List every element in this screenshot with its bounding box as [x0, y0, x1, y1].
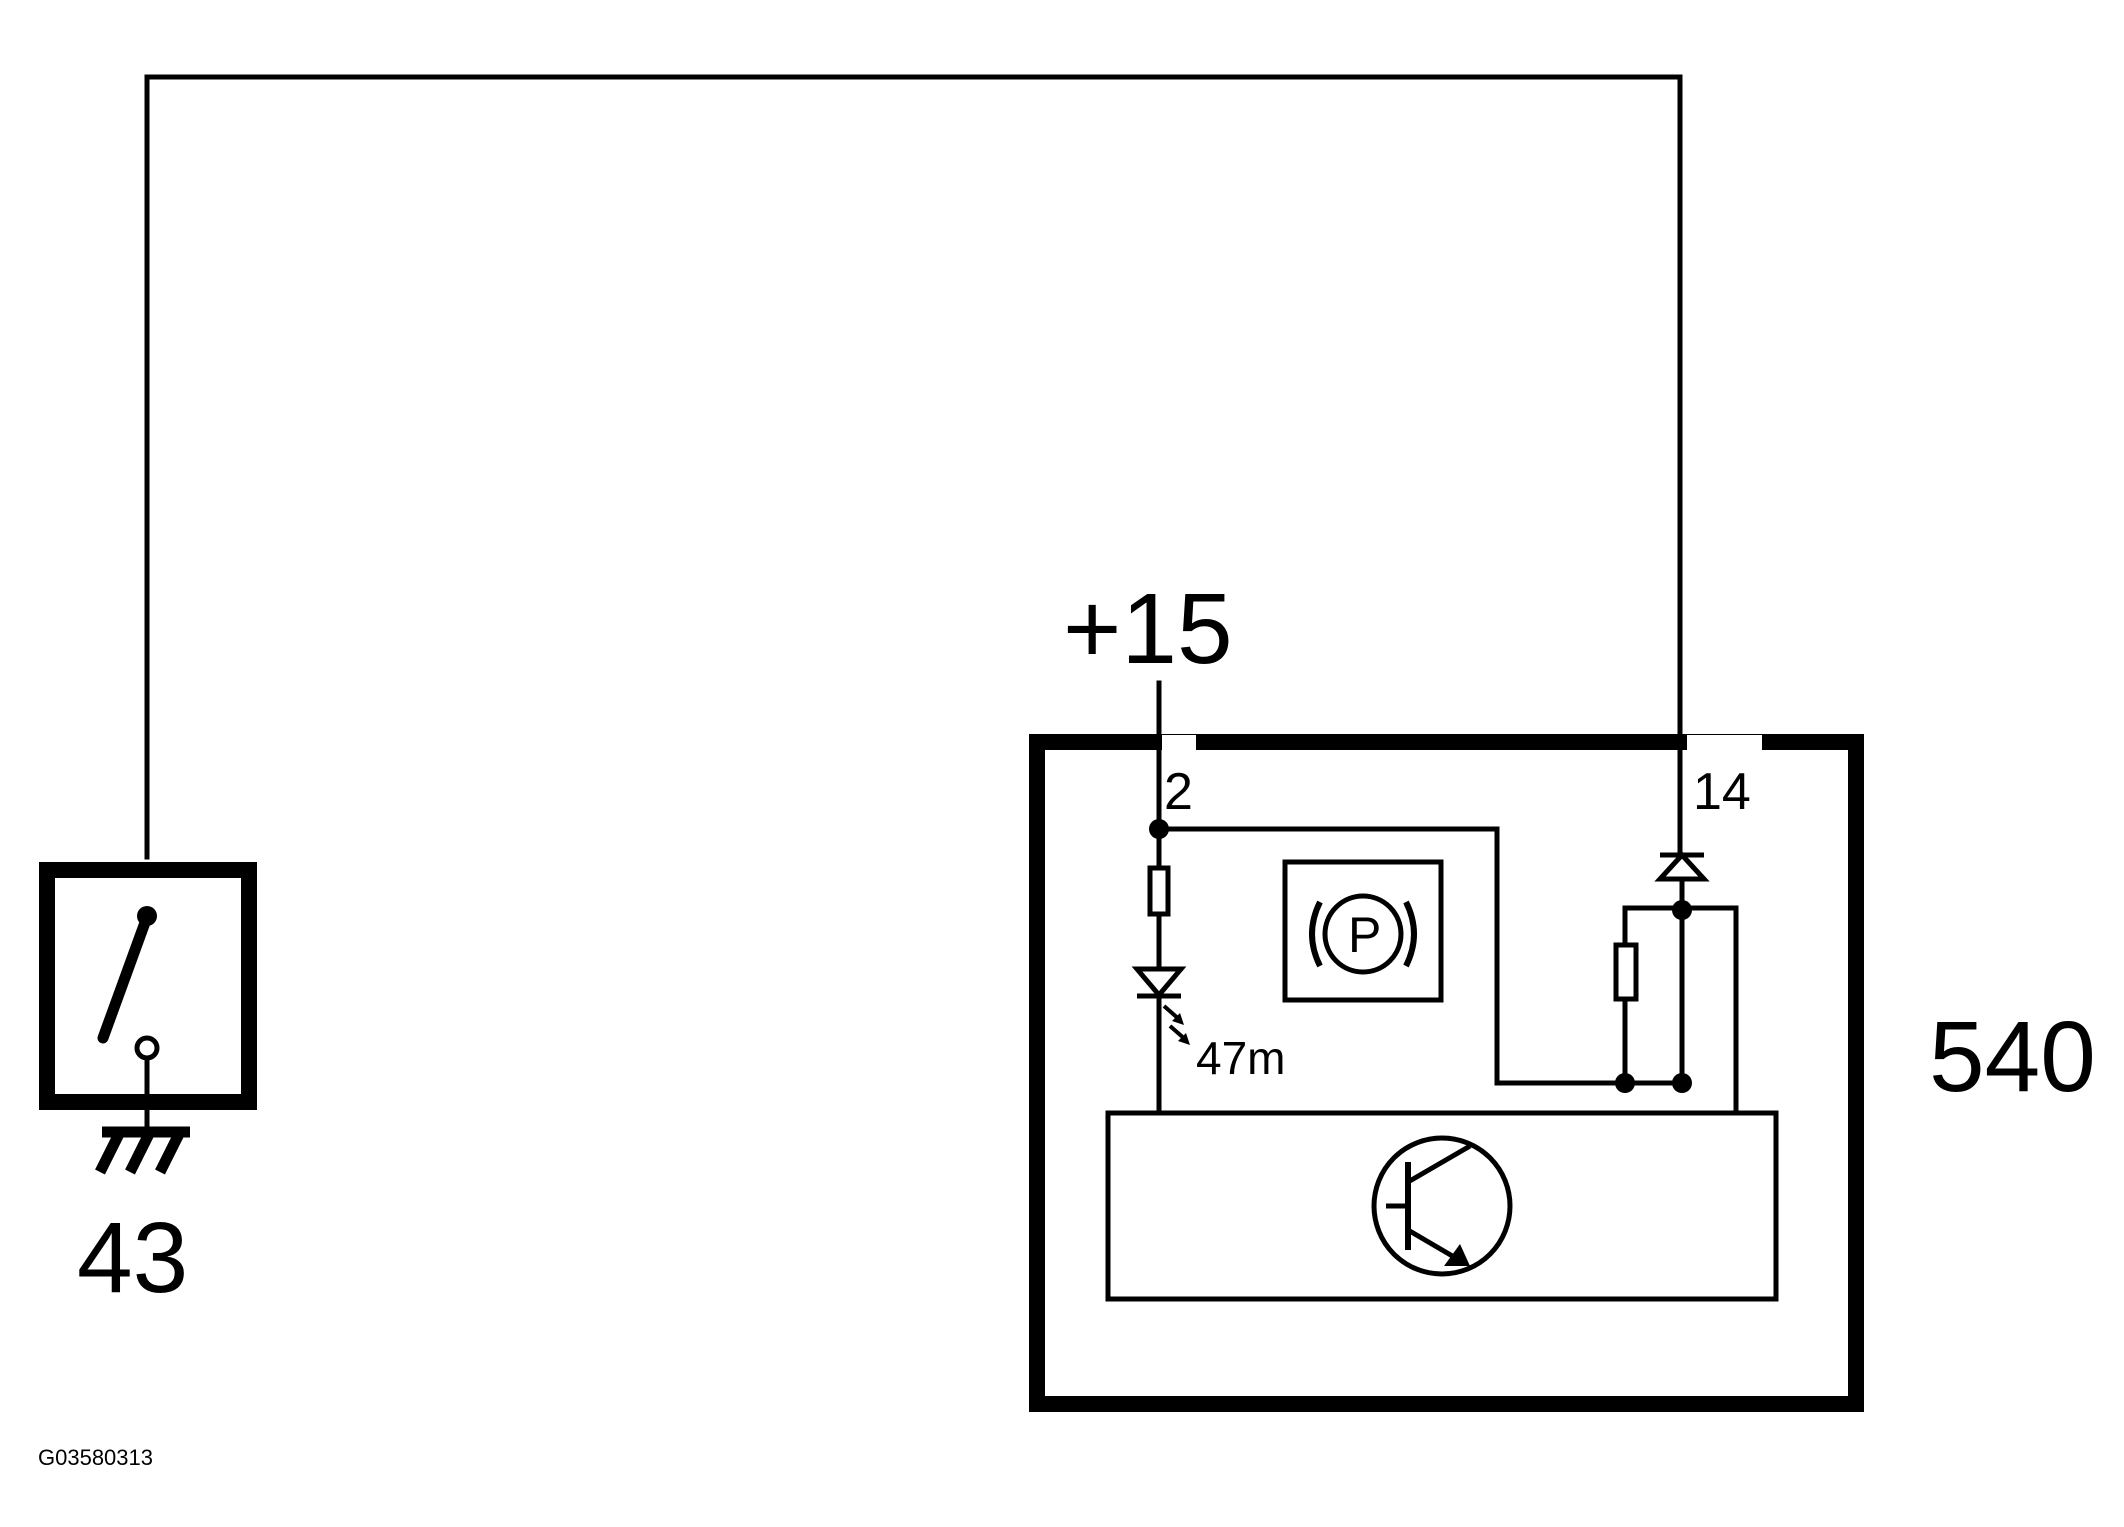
parking-brake-icon — [1309, 893, 1417, 975]
switch-43-lever — [97, 911, 153, 1044]
resistor-right — [1613, 942, 1639, 1002]
pin-2-label: 2 — [1164, 763, 1193, 821]
driver-block — [1105, 1110, 1779, 1302]
led-icon — [1131, 966, 1190, 1045]
figure-reference: G03580313 — [38, 1445, 153, 1470]
junction-dot-bottom-left — [1615, 1073, 1635, 1093]
module-540-label: 540 — [1929, 1001, 2096, 1113]
led-label: 47m — [1196, 1032, 1285, 1084]
parking-brake-letter: P — [1348, 907, 1381, 963]
junction-dot-bottom-right — [1672, 1073, 1692, 1093]
pin-14-opening — [1687, 735, 1762, 750]
switch-43-contact — [134, 1035, 160, 1061]
ground-icon — [95, 1126, 190, 1175]
switch-43-label: 43 — [77, 1202, 188, 1314]
switch-43: 43 — [39, 862, 257, 1314]
wire-pin2-to-right-branch — [1156, 826, 1685, 1086]
pin-2-opening — [1162, 735, 1196, 750]
wire-switch-to-pin14 — [144, 74, 1683, 868]
module-540-housing — [1029, 734, 1864, 1412]
module-540: 2 14 47m P — [1029, 685, 2096, 1412]
switch-43-pivot — [137, 906, 157, 926]
transistor-icon — [1371, 1135, 1513, 1277]
diode-icon — [1654, 851, 1710, 882]
parking-brake-symbol: P — [1282, 859, 1444, 1003]
pin-14-label: 14 — [1693, 763, 1751, 821]
supply-label: +15 — [1063, 573, 1233, 685]
resistor-left — [1147, 865, 1171, 917]
